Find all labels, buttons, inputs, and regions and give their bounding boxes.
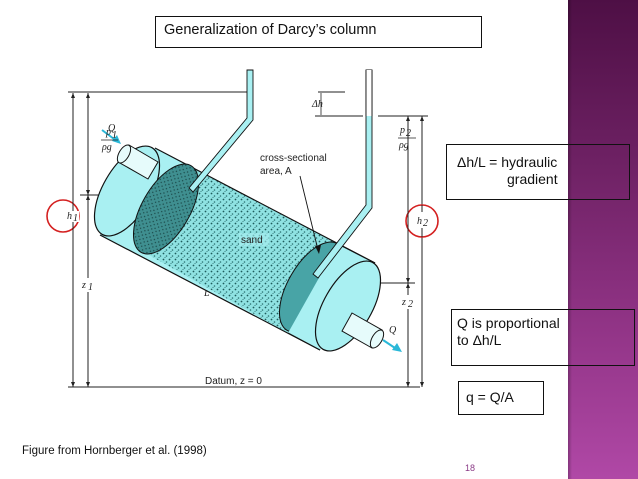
p2-label: p <box>399 125 405 136</box>
right-end-cap <box>314 260 382 352</box>
specific-discharge-callout: q = Q/A <box>458 381 544 415</box>
sand-label: sand <box>241 235 263 246</box>
p1-denominator: ρg <box>101 142 112 153</box>
p1-label: p <box>105 127 111 138</box>
proportional-line2: to Δh/L <box>457 332 502 348</box>
z1-label: z <box>81 280 86 291</box>
svg-text:1: 1 <box>73 213 78 224</box>
svg-text:2: 2 <box>408 299 413 310</box>
proportional-line1: Q is proportional <box>457 315 560 331</box>
decorative-sidebar <box>568 0 638 479</box>
svg-text:1: 1 <box>112 130 117 141</box>
cross-section-pointer <box>299 175 319 251</box>
svg-text:2: 2 <box>423 218 428 229</box>
left-sand-face <box>132 163 200 255</box>
length-label: L <box>203 288 210 299</box>
flow-out-label: Q <box>389 325 397 336</box>
figure-caption: Figure from Hornberger et al. (1998) <box>22 445 207 457</box>
delta-h-label: Δh <box>311 99 323 110</box>
page-number: 18 <box>465 463 476 473</box>
specific-discharge-text: q = Q/A <box>466 389 514 405</box>
cylinder <box>93 145 382 352</box>
left-piezometer <box>188 69 254 193</box>
datum-label: Datum, z = 0 <box>205 376 262 387</box>
svg-text:2: 2 <box>406 128 411 139</box>
h2-label: h <box>417 216 422 227</box>
p2-denominator: ρg <box>398 140 409 151</box>
proportional-callout: Q is proportional to Δh/L <box>451 309 635 366</box>
flow-in-label: Q <box>108 123 116 134</box>
hydraulic-gradient-line1: Δh/L = hydraulic <box>457 154 558 170</box>
cross-section-label-2: area, A <box>260 166 292 177</box>
inlet-pipe <box>116 144 159 180</box>
right-piezometer <box>312 69 373 279</box>
slide-title-box: Generalization of Darcy’s column <box>155 16 482 48</box>
hydraulic-gradient-line2: gradient <box>507 171 558 187</box>
cross-section-label-1: cross-sectional <box>260 153 327 164</box>
outlet-pipe <box>341 312 385 349</box>
hydraulic-gradient-callout: Δh/L = hydraulic gradient <box>446 144 630 200</box>
slide-title: Generalization of Darcy’s column <box>164 22 377 38</box>
svg-text:1: 1 <box>88 282 93 293</box>
h1-label: h <box>67 211 72 222</box>
z2-label: z <box>401 297 406 308</box>
